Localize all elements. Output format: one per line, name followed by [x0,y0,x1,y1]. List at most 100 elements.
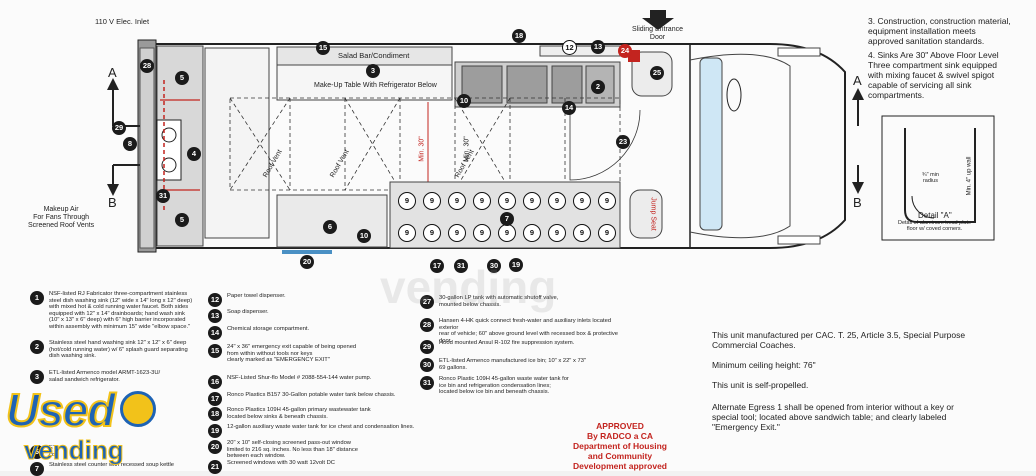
legend-text: ETL-listed Armenco model ARMT-1623-3U/ s… [49,370,161,383]
detail-caption: Detail of aluminum tread plate floor w/ … [898,220,972,232]
pass-out-window [282,250,332,254]
callout: 13 [591,40,605,54]
bay-mark: 9 [423,192,441,210]
bay-mark: 9 [548,192,566,210]
callout: 17 [430,259,444,273]
legend-text: 24" x 36" emergency exit capable of bein… [227,344,357,364]
makeup-air-label: Makeup Air For Fans Through Screened Roo… [28,206,95,229]
note-3: 3. Construction, construction material, … [868,16,1011,46]
legend-text: Hood mounted Ansul R-102 fire suppressio… [439,340,575,346]
entrance-label: Sliding Entrance Door [632,26,683,41]
detail-a-box [881,115,995,241]
legend-text: Soap dispenser. [227,309,269,315]
legend-number: 15 [208,344,222,358]
bay-mark: 9 [473,224,491,242]
callout: 24 [618,44,632,58]
legend-text: Paper towel dispenser. [227,293,286,299]
makeup-table [276,64,453,101]
steering-wheel [726,78,742,112]
bay-mark: 9 [523,192,541,210]
spec-note: This unit manufactured per CAC. T. 25, A… [712,330,966,350]
windshield [699,57,723,231]
callout: 10 [457,94,471,108]
callout: 25 [650,66,664,80]
legend-number: 16 [208,375,222,389]
callout: 30 [487,259,501,273]
legend-text: NSF-listed RJ Fabricator three-compartme… [49,291,193,330]
callout: 6 [323,220,337,234]
legend-number: 1 [30,291,44,305]
legend-number: 21 [208,460,222,474]
logo-word-vending: vending [24,435,125,466]
section-b-right: B [853,195,862,210]
bay-mark: 9 [598,192,616,210]
bay-mark: 9 [548,224,566,242]
legend-number: 30 [420,358,434,372]
legend-text: ETL-listed Armenco manufactured ice bin;… [439,358,586,371]
legend-number: 17 [208,392,222,406]
legend-number: 31 [420,376,434,390]
callout: 23 [616,135,630,149]
legend-text: Ronco Plastic 109H 45-gallon waste water… [439,376,569,396]
legend-number: 3 [30,370,44,384]
bay-mark: 9 [573,192,591,210]
stove [156,119,182,181]
callout: 29 [112,121,126,135]
callout: 2 [591,80,605,94]
bay-mark: 9 [398,224,416,242]
legend-text: Hansen 4-HK quick connect fresh-water an… [439,318,618,344]
callout: 10 [357,229,371,243]
legend-number: 20 [208,440,222,454]
logo-word-used: Used [5,383,116,437]
bay-mark: 9 [473,192,491,210]
callout: 28 [140,59,154,73]
callout: 15 [316,41,330,55]
legend-text: Ronco Plastics 109H 45-gallon primary wa… [227,407,371,420]
callout: 4 [187,147,201,161]
bay-mark: 9 [523,224,541,242]
jump-seat [629,189,663,239]
legend-number: 14 [208,326,222,340]
truck-outline [151,43,846,249]
legend-text: Screened windows with 30 watt 12volt DC [227,460,335,466]
egress-note: Alternate Egress 1 shall be opened from … [712,402,954,432]
legend-text: Stainless steel hand washing sink 12" x … [49,340,188,360]
bay-mark: 9 [498,224,516,242]
bay-mark: 9 [448,192,466,210]
legend-text: Stainless steel counter with recessed so… [49,462,175,468]
callout: 14 [562,101,576,115]
legend-number: 6 [30,445,44,459]
callout: 7 [500,212,514,226]
legend-number: 29 [420,340,434,354]
legend-number: 19 [208,424,222,438]
coin-icon [120,391,156,427]
callout: 3 [366,64,380,78]
bay-mark: 9 [598,224,616,242]
entrance-arrow [642,10,674,30]
callout: 8 [123,137,137,151]
watermark: vending [380,261,557,313]
min30-dimension: Min. 30" [418,136,426,162]
makeup-table-label: Make-Up Table With Refrigerator Below [314,82,437,89]
callout: 31 [156,189,170,203]
callout: 31 [454,259,468,273]
legend-text: Chemical storage compartment. [227,326,310,332]
callout: 12 [562,40,577,55]
detail-title: Detail "A" [918,211,952,220]
callout: 20 [300,255,314,269]
approval-text: APPROVED By RADCO a CA Department of Hou… [573,421,667,471]
legend-number: 27 [420,295,434,309]
section-a-right: A [853,73,862,88]
legend-number: 28 [420,318,434,332]
propelled-note: This unit is self-propelled. [712,380,809,390]
ceiling-note: Minimum ceiling height: 76" [712,360,816,370]
salad-bar-label: Salad Bar/Condiment [338,51,410,60]
bay-mark: 9 [448,224,466,242]
detail-height-label: Min. 4" up wall [966,156,973,196]
section-b-left: B [108,195,117,210]
callout: 19 [509,258,523,272]
bay-mark: 9 [423,224,441,242]
legend-number: 18 [208,407,222,421]
jump-seat-label: Jump Seat [649,197,657,231]
detail-radius-label: ¾" min radius [922,172,939,184]
